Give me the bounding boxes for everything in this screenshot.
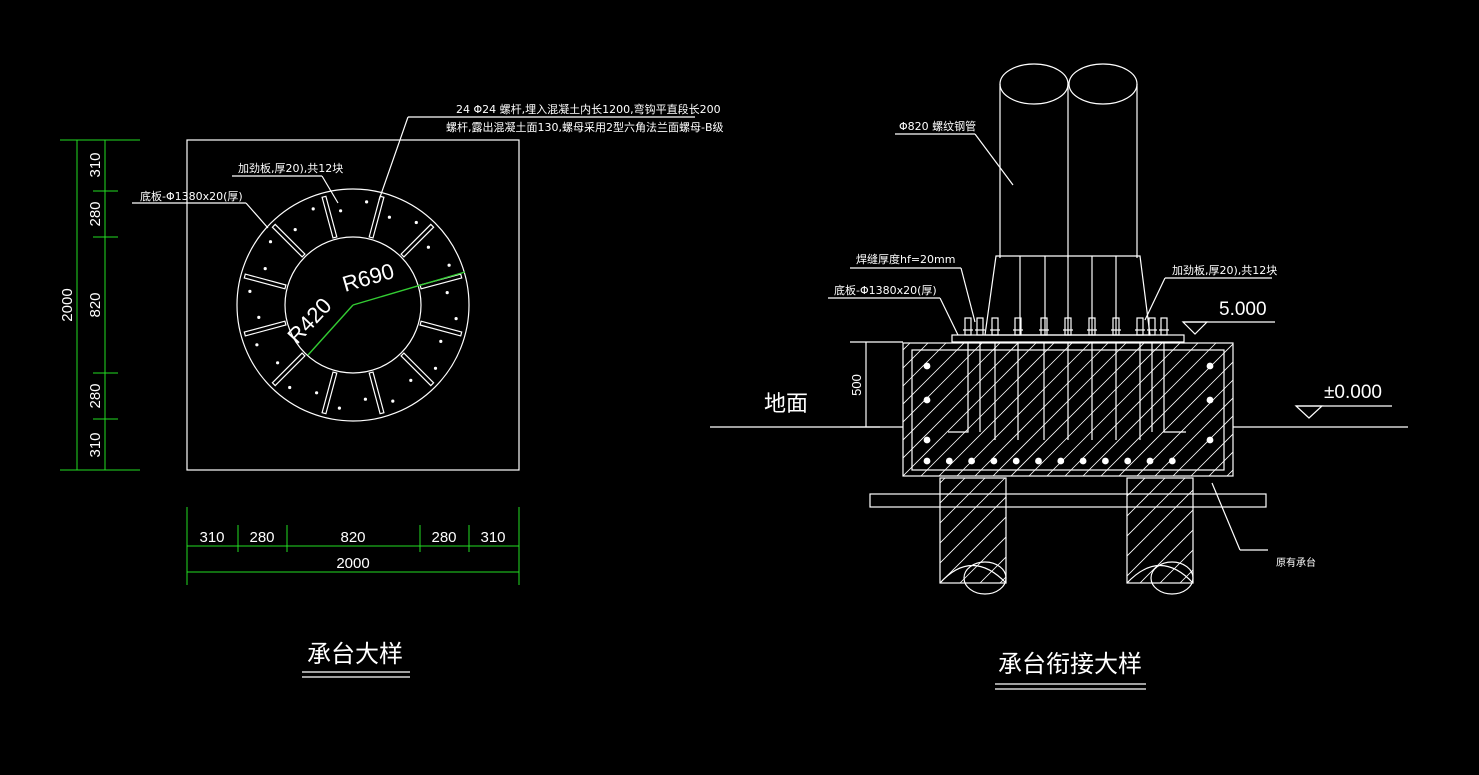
existing-pile-cap — [869, 493, 1267, 508]
dim-v-3: 820 — [87, 292, 104, 317]
dim-h-4: 280 — [431, 529, 456, 546]
section-stiffener-note: 加劲板,厚20),共12块 — [1172, 263, 1277, 277]
horizontal-dimensions: 310 280 820 280 310 2000 — [186, 507, 520, 585]
dim-h-3: 820 — [340, 529, 365, 546]
elevation-ground: ±0.000 — [1294, 382, 1392, 419]
radius-inner-leader — [307, 304, 354, 356]
vertical-dimensions: 310 280 820 280 310 2000 — [59, 139, 140, 471]
base-plate-note: 底板-Φ1380x20(厚) — [140, 189, 243, 203]
stiffener-elevation — [984, 255, 1151, 336]
dim-v-5: 310 — [87, 432, 104, 457]
dim-h-2: 280 — [249, 529, 274, 546]
dim-v-2: 280 — [87, 201, 104, 226]
section-title: 承台衔接大样 — [998, 650, 1142, 678]
section-stiffener-leader — [1144, 277, 1166, 321]
bolt-note-line1: 24 Φ24 螺杆,埋入混凝土内长1200,弯钩平直段长200 — [456, 102, 721, 116]
radius-outer-leader — [352, 271, 466, 306]
dim-v-1: 310 — [87, 152, 104, 177]
radius-inner-label: R420 — [282, 293, 336, 349]
concrete-hatch — [903, 343, 1233, 476]
height-dimension: 500 — [849, 341, 903, 428]
plan-title: 承台大样 — [307, 640, 403, 668]
dim-v-4: 280 — [87, 383, 104, 408]
anchor-bolts — [963, 317, 1169, 336]
bolt-note-leader — [378, 116, 409, 201]
elevation-top: 5.000 — [1181, 299, 1275, 335]
existing-cap-note: 原有承台 — [1276, 556, 1316, 569]
bolt-holes — [248, 200, 458, 410]
pipe-inner-circle — [284, 236, 422, 374]
dim-h-1: 310 — [199, 529, 224, 546]
stiffener-note-leader — [321, 175, 339, 204]
radius-outer-label: R690 — [339, 258, 396, 297]
weld-note: 焊缝厚度hf=20mm — [856, 252, 956, 266]
weld-note-leader — [960, 267, 976, 323]
rebar-dots — [923, 362, 1214, 465]
bolt-note-line2: 螺杆,露出混凝土面130,螺母采用2型六角法兰面螺母-B级 — [446, 120, 724, 134]
base-plate-outer-circle — [236, 188, 470, 422]
section-base-plate-note: 底板-Φ1380x20(厚) — [834, 283, 937, 297]
section-base-plate-leader — [939, 297, 959, 336]
ground-label: 地面 — [764, 392, 808, 417]
base-plate-note-leader — [245, 202, 269, 229]
elevation-top-label: 5.000 — [1219, 299, 1267, 320]
pipe-note: Φ820 螺纹钢管 — [899, 119, 976, 133]
elevation-ground-label: ±0.000 — [1324, 382, 1382, 403]
existing-cap-leader — [1211, 482, 1241, 551]
embedded-bolts — [948, 343, 1186, 440]
dim-v-total: 2000 — [59, 288, 76, 321]
plan-view: R420 R690 24 Φ24 螺杆,埋入混凝土内长1200,弯钩平直段长20… — [59, 102, 724, 678]
dim-h-total: 2000 — [336, 555, 369, 572]
steel-pipes — [999, 63, 1138, 258]
pipe-note-leader — [974, 133, 1014, 186]
dim-h-5: 310 — [480, 529, 505, 546]
base-plate-section — [951, 334, 1185, 343]
piles — [939, 477, 1194, 595]
section-view: 地面 500 5.000 ±0.000 Φ820 螺纹钢管 焊缝厚度hf=20m… — [710, 63, 1408, 690]
height-dim-label: 500 — [849, 374, 864, 396]
stiffener-note: 加劲板,厚20),共12块 — [238, 161, 343, 175]
pile-cap-outline — [186, 139, 520, 471]
